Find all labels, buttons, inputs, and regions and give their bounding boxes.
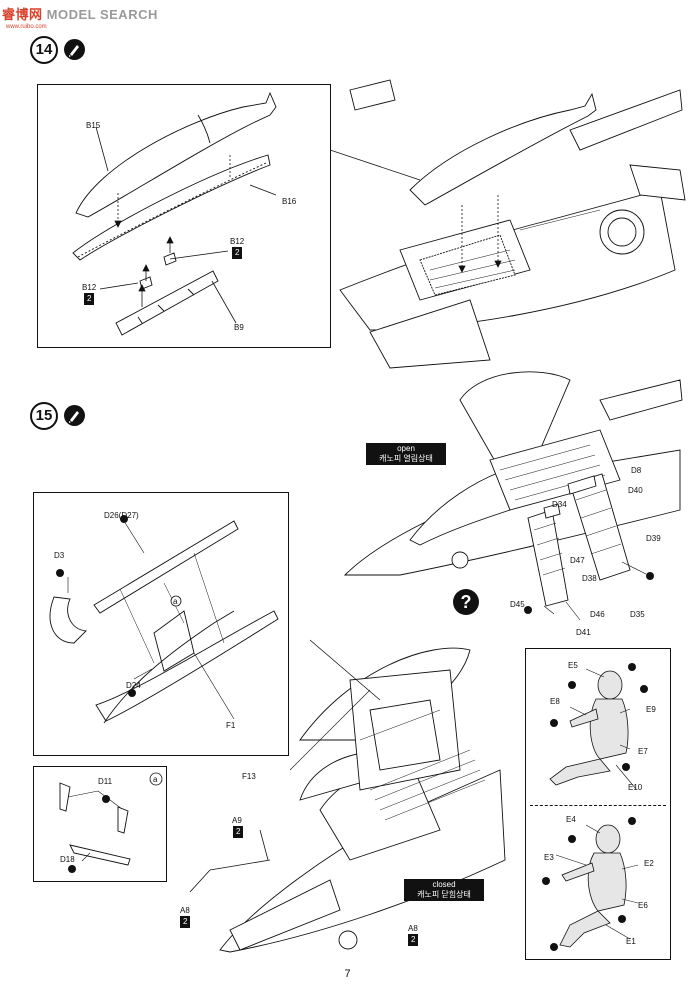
part-label-e3: E3 [544,853,554,862]
part-label-b12: B12 [82,283,97,292]
part-label-b12: B12 [230,237,245,246]
detail-ref-a: a [173,597,178,606]
part-label-d26: D26(D27) [104,511,139,520]
watermark-cn: 睿博网 [2,7,43,22]
part-label-d24: D24 [126,681,141,690]
step-14-aircraft-drawing [330,79,686,369]
part-label-b16: B16 [282,197,297,206]
part-label-e2: E2 [644,859,654,868]
part-label-d34: D34 [552,500,567,509]
part-label-d11: D11 [98,777,113,786]
part-count-badge: 2 [232,247,243,259]
part-label-e10: E10 [628,783,643,792]
watermark: 睿博网 MODEL SEARCH [2,4,158,23]
part-label-d18: D18 [60,855,75,864]
part-label-a8: A8 [408,924,418,933]
part-label-e4: E4 [566,815,576,824]
part-label-a9: A9 [232,816,242,825]
part-label-a8: A8 [180,906,190,915]
part-label-d45: D45 [510,600,525,609]
part-label-b15: B15 [86,121,101,130]
canopy-closed-label-ko: 캐노피 닫힘상태 [417,890,471,899]
part-label-d40: D40 [628,486,643,495]
canopy-open-tag: open 캐노피 열림상태 [366,443,446,465]
part-label-d38: D38 [582,574,597,583]
part-label-e7: E7 [638,747,648,756]
step-14-number: 14 [30,36,58,64]
inset-a-drawing [59,772,163,873]
canopy-open-label-ko: 캐노피 열림상태 [379,454,433,463]
part-label-d41: D41 [576,628,591,637]
part-label-f1: F1 [226,721,236,730]
part-count-badge: 2 [233,826,244,838]
inset-a-box: D11 D18 a [33,766,167,882]
canopy-closed-aircraft-drawing [189,639,506,953]
step-14-detail-box: B15 B16 B12 2 B12 2 B9 [37,84,331,348]
glue-icon [64,39,85,60]
watermark-url: www.ruibo.com [6,24,47,30]
part-label-e1: E1 [626,937,636,946]
part-label-b9: B9 [234,323,244,332]
step-14-detail-drawing [72,91,277,336]
step-15-number: 15 [30,402,58,430]
glue-icon [64,405,85,426]
part-label-e5: E5 [568,661,578,670]
boarding-ladders-drawing [524,473,654,621]
part-label-e8: E8 [550,697,560,706]
pilot-divider [530,805,666,806]
step-15-detail-box: D26(D27) D3 D24 F1 a [33,492,289,756]
part-label-d35: D35 [630,610,645,619]
part-label-f13: F13 [242,772,256,781]
canopy-open-label-en: open [397,444,415,453]
canopy-closed-tag: closed 캐노피 닫힘상태 [404,879,484,901]
canopy-closed-label-en: closed [432,880,456,889]
question-mark-icon: ? [453,589,479,615]
part-label-d3: D3 [54,551,65,560]
step-15-detail-drawing [49,515,279,724]
part-count-badge: 2 [408,934,419,946]
pilot-figures-box: E5 E8 E9 E7 E10 E4 E3 E2 E6 E1 [525,648,671,960]
part-label-e6: E6 [638,901,648,910]
part-label-d39: D39 [646,534,661,543]
part-label-e9: E9 [646,705,656,714]
pilot-figures-drawing [542,663,648,951]
inset-ref-a: a [153,775,158,784]
page-number: 7 [344,968,351,980]
watermark-en: MODEL SEARCH [46,7,158,22]
part-label-d47: D47 [570,556,585,565]
part-count-badge: 2 [84,293,95,305]
part-label-d46: D46 [590,610,605,619]
part-count-badge: 2 [180,916,191,928]
part-label-d8: D8 [631,466,642,475]
